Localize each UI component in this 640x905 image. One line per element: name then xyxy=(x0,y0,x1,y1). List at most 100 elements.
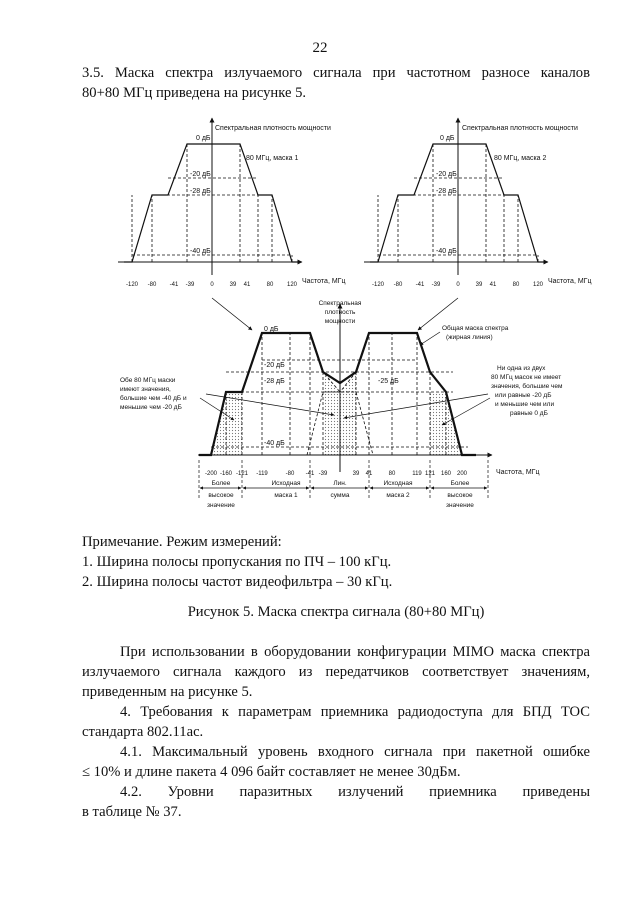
arrow-2 xyxy=(417,297,459,331)
db-40: -40 дБ xyxy=(190,248,211,255)
db-28: -28 дБ xyxy=(436,188,457,195)
right-note-line: 80 МГц масок не имеет xyxy=(491,374,561,381)
psd-label: Спектральная плотность мощности xyxy=(215,125,331,132)
region-label: маска 1 xyxy=(274,492,298,499)
psd-center-line: плотность xyxy=(325,309,356,316)
db-40: -40 дБ xyxy=(436,248,457,255)
p1-line-1: При использовании в оборудовании конфигу… xyxy=(120,644,590,660)
chart-mask-1: 0 дБ -20 дБ -28 дБ -40 дБ Спектральная п… xyxy=(118,117,345,288)
left-note-arrow-1 xyxy=(199,397,235,421)
tick: 39 xyxy=(476,282,483,288)
tick: -39 xyxy=(186,282,195,288)
tick: -80 xyxy=(286,471,295,477)
region-label: Исходная xyxy=(271,480,301,487)
region-label: Лин. xyxy=(333,480,346,487)
note-title: Примечание. Режим измерений: xyxy=(82,534,282,550)
tick: 160 xyxy=(441,471,452,477)
left-note-arrow-2 xyxy=(205,393,335,417)
note-item-1: 1. Ширина полосы пропускания по ПЧ – 100… xyxy=(82,554,392,570)
mask-1-label: 80 МГц, маска 1 xyxy=(246,155,299,162)
db-20: -20 дБ xyxy=(436,171,457,178)
total-mask-arrow xyxy=(419,331,441,346)
db-20: -20 дБ xyxy=(190,171,211,178)
tick: 80 xyxy=(513,282,520,288)
tick: -160 xyxy=(220,471,233,477)
freq-label: Частота, МГц xyxy=(496,469,539,476)
region-label: Более xyxy=(212,480,231,487)
note-item-2: 2. Ширина полосы частот видеофильтра – 3… xyxy=(82,574,393,590)
right-note-arrow-2 xyxy=(343,393,489,420)
psd-center-line: Спектральная xyxy=(319,300,362,307)
db-28: -28 дБ xyxy=(264,378,285,385)
arrow-1 xyxy=(211,297,253,331)
tick: -41 xyxy=(170,282,179,288)
p4-line-2: в таблице № 37. xyxy=(82,804,182,820)
tick: 39 xyxy=(353,471,360,477)
tick: -200 xyxy=(205,471,218,477)
freq-label: Частота, МГц xyxy=(302,278,345,285)
db-20: -20 дБ xyxy=(264,362,285,369)
p2-line-1: 4. Требования к параметрам приемника рад… xyxy=(120,704,590,720)
region-label: Исходная xyxy=(383,480,413,487)
total-mask-label: Общая маска спектра xyxy=(442,324,509,332)
tick: 41 xyxy=(244,282,251,288)
left-note: Обе 80 МГц маски имеют значения, большие… xyxy=(120,376,187,411)
db-25: -25 дБ xyxy=(378,378,399,385)
db-0: 0 дБ xyxy=(196,135,211,142)
tick: -39 xyxy=(432,282,441,288)
chart-combined: 0 дБ -20 дБ -28 дБ -40 дБ -25 дБ Спектра… xyxy=(120,300,563,509)
total-mask-label: (жирная линия) xyxy=(446,334,493,341)
left-note-line: имеют значения, xyxy=(120,386,171,393)
region-label: высокое xyxy=(447,492,473,499)
p1-line-2: излучаемого сигнала каждого из передатчи… xyxy=(82,664,590,680)
right-note-line: Ни одна из двух xyxy=(497,365,546,372)
tick: -120 xyxy=(126,282,139,288)
region-label: значение xyxy=(446,502,474,509)
tick: 0 xyxy=(456,282,460,288)
tick: 200 xyxy=(457,471,468,477)
psd-label: Спектральная плотность мощности xyxy=(462,125,578,132)
mask-2-curve xyxy=(370,143,546,263)
tick: -80 xyxy=(394,282,403,288)
psd-center-line: мощности xyxy=(325,318,356,325)
right-note-line: равные 0 дБ xyxy=(510,410,548,417)
tick: -120 xyxy=(372,282,385,288)
tick: 39 xyxy=(230,282,237,288)
figure-caption: Рисунок 5. Маска спектра сигнала (80+80 … xyxy=(187,604,485,620)
tick: 80 xyxy=(267,282,274,288)
left-note-line: большие чем -40 дБ и xyxy=(120,394,187,402)
tick: 0 xyxy=(210,282,214,288)
tick: 119 xyxy=(412,471,422,477)
chart-mask-2: 0 дБ -20 дБ -28 дБ -40 дБ Спектральная п… xyxy=(364,117,591,288)
p4-line-1: 4.2. Уровни паразитных излучений приемни… xyxy=(120,784,590,800)
p3-line-2: ≤ 10% и длине пакета 4 096 байт составля… xyxy=(82,764,461,780)
region-label: маска 2 xyxy=(386,492,410,499)
shade-left xyxy=(211,392,242,455)
tick: 80 xyxy=(389,471,396,477)
tick: 121 xyxy=(425,471,436,477)
combined-mask-curve xyxy=(199,331,476,457)
tick: -41 xyxy=(416,282,425,288)
tick: 120 xyxy=(287,282,298,288)
db-28: -28 дБ xyxy=(190,188,211,195)
tick: -80 xyxy=(148,282,157,288)
db-0: 0 дБ xyxy=(440,135,455,142)
tick: 41 xyxy=(366,471,373,477)
p1-line-3: приведенным на рисунке 5. xyxy=(82,684,253,700)
right-note: Ни одна из двух 80 МГц масок не имеет зн… xyxy=(491,365,563,417)
left-note-line: Обе 80 МГц маски xyxy=(120,376,176,384)
region-label: Более xyxy=(451,480,470,487)
mask-2-label: 80 МГц, маска 2 xyxy=(494,155,547,162)
right-note-arrow-1 xyxy=(441,397,491,426)
freq-label: Частота, МГц xyxy=(548,278,591,285)
intro-line-2: 80+80 МГц приведена на рисунке 5. xyxy=(82,85,307,101)
right-note-line: значения, большие чем xyxy=(491,382,563,390)
right-note-line: или равные -20 дБ xyxy=(495,392,552,399)
region-label: высокое xyxy=(208,492,234,499)
intro-line-1: 3.5. Маска спектра излучаемого сигнала п… xyxy=(82,65,590,81)
db-0: 0 дБ xyxy=(264,326,279,333)
tick: -119 xyxy=(256,471,268,477)
left-note-line: меньшие чем -20 дБ xyxy=(120,404,182,411)
tick: 41 xyxy=(490,282,497,288)
